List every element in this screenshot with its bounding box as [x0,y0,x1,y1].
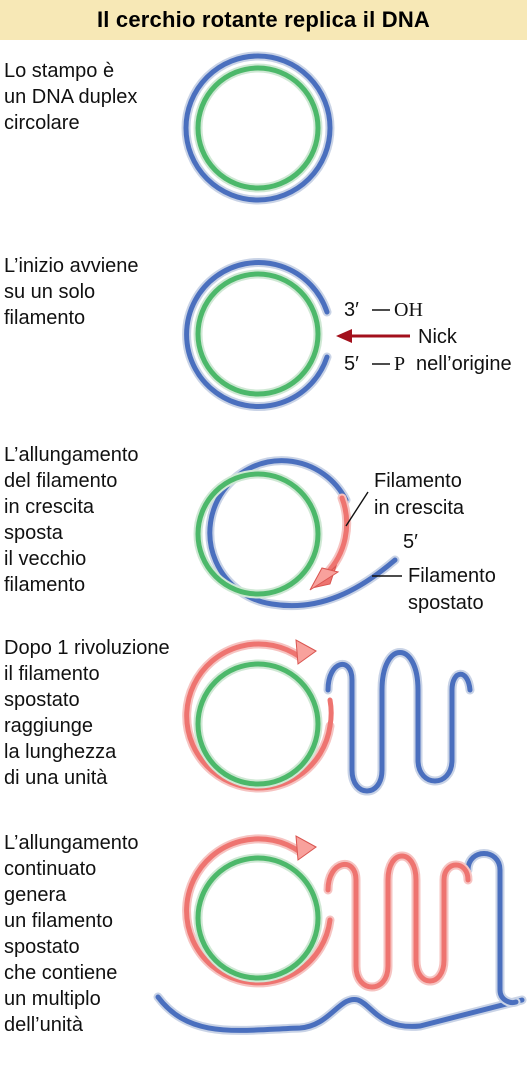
step-1-line: circolare [4,112,80,134]
step-3-line: sposta [4,522,63,544]
complementary-strand [195,471,321,597]
complementary-strand [195,661,321,787]
growing-strand-arrowhead [295,639,317,665]
nick-arrowhead [336,329,352,343]
step-5-line: che contiene [4,962,118,984]
step-4-line: Dopo 1 rivoluzione [4,637,170,659]
displaced-strand [325,650,473,794]
complementary-strand [195,855,321,981]
step-4-label: Dopo 1 rivoluzione il filamento spostato… [4,635,194,791]
growing-strand-label: Filamento [374,470,462,492]
step-3-line: in crescita [4,496,95,518]
step-4-line: di una unità [4,767,108,789]
step-3-line: filamento [4,574,86,596]
diagram-title: Il cerchio rotante replica il DNA [96,7,431,32]
step-4-line: il filamento [4,663,100,685]
step-3-line: il vecchio [4,548,87,570]
step-3-elongation: Filamento in crescita 5′ Filamento spost… [193,456,496,614]
step-5-line: L’allungamento [4,832,139,854]
step-4-one-revolution [182,639,475,796]
growing-strand [323,851,473,992]
step-2-line: L’inizio avviene [4,255,139,277]
step-3-label: L’allungamento del filamento in crescita… [4,442,194,598]
growing-strand [184,641,333,791]
step-1-line: un DNA duplex [4,86,138,108]
step-1-line: Lo stampo è [4,60,115,82]
end-5-prime-label: 5′ [344,353,359,375]
step-2-label: L’inizio avviene su un solo filamento [4,253,194,331]
step-5-line: dell’unità [4,1014,83,1036]
growing-strand [184,836,333,986]
complementary-strand [195,65,321,191]
end-3-prime-label: 3′ [344,299,359,321]
step-2-line: filamento [4,307,86,329]
step-5-line: un multiplo [4,988,101,1010]
nick-label: Nick [418,326,458,348]
growing-strand-arrowhead [295,835,317,861]
step-4-line: spostato [4,689,80,711]
displaced-strand-label: Filamento [408,565,496,587]
complementary-strand [195,271,321,397]
template-strand [183,53,333,203]
step-2-nicked-duplex: 3′ OH 5′ P Nick nell’origine [182,258,512,411]
step-4-line: raggiunge [4,715,93,737]
step-5-line: spostato [4,936,80,958]
oh-label: OH [394,299,423,321]
step-5-line: genera [4,884,67,906]
nick-origin-label: nell’origine [416,353,512,375]
displaced-strand [207,458,398,609]
growing-strand [327,697,334,729]
step-3-line: L’allungamento [4,444,139,466]
growing-strand-arrowhead [309,567,340,591]
displaced-strand [465,851,519,1005]
growing-strand-label: in crescita [374,497,465,519]
step-3-line: del filamento [4,470,118,492]
displaced-strand-label: spostato [408,592,484,614]
step-1-duplex [181,51,335,205]
displaced-5-prime-label: 5′ [403,531,418,553]
step-4-line: la lunghezza [4,741,117,763]
step-5-line: continuato [4,858,97,880]
step-5-label: L’allungamento continuato genera un fila… [4,830,194,1038]
p-label: P [394,353,405,375]
growing-strand [323,495,350,577]
step-1-label: Lo stampo è un DNA duplex circolare [4,58,194,136]
displaced-strand [463,849,521,1007]
template-strand [184,260,330,409]
growing-strand [325,853,471,990]
step-5-line: un filamento [4,910,113,932]
step-5-continued-elongation [153,834,527,1035]
step-2-line: su un solo [4,281,96,303]
growing-leader-line [345,491,369,527]
title-bar: Il cerchio rotante replica il DNA [0,0,527,40]
displaced-strand [155,994,525,1033]
